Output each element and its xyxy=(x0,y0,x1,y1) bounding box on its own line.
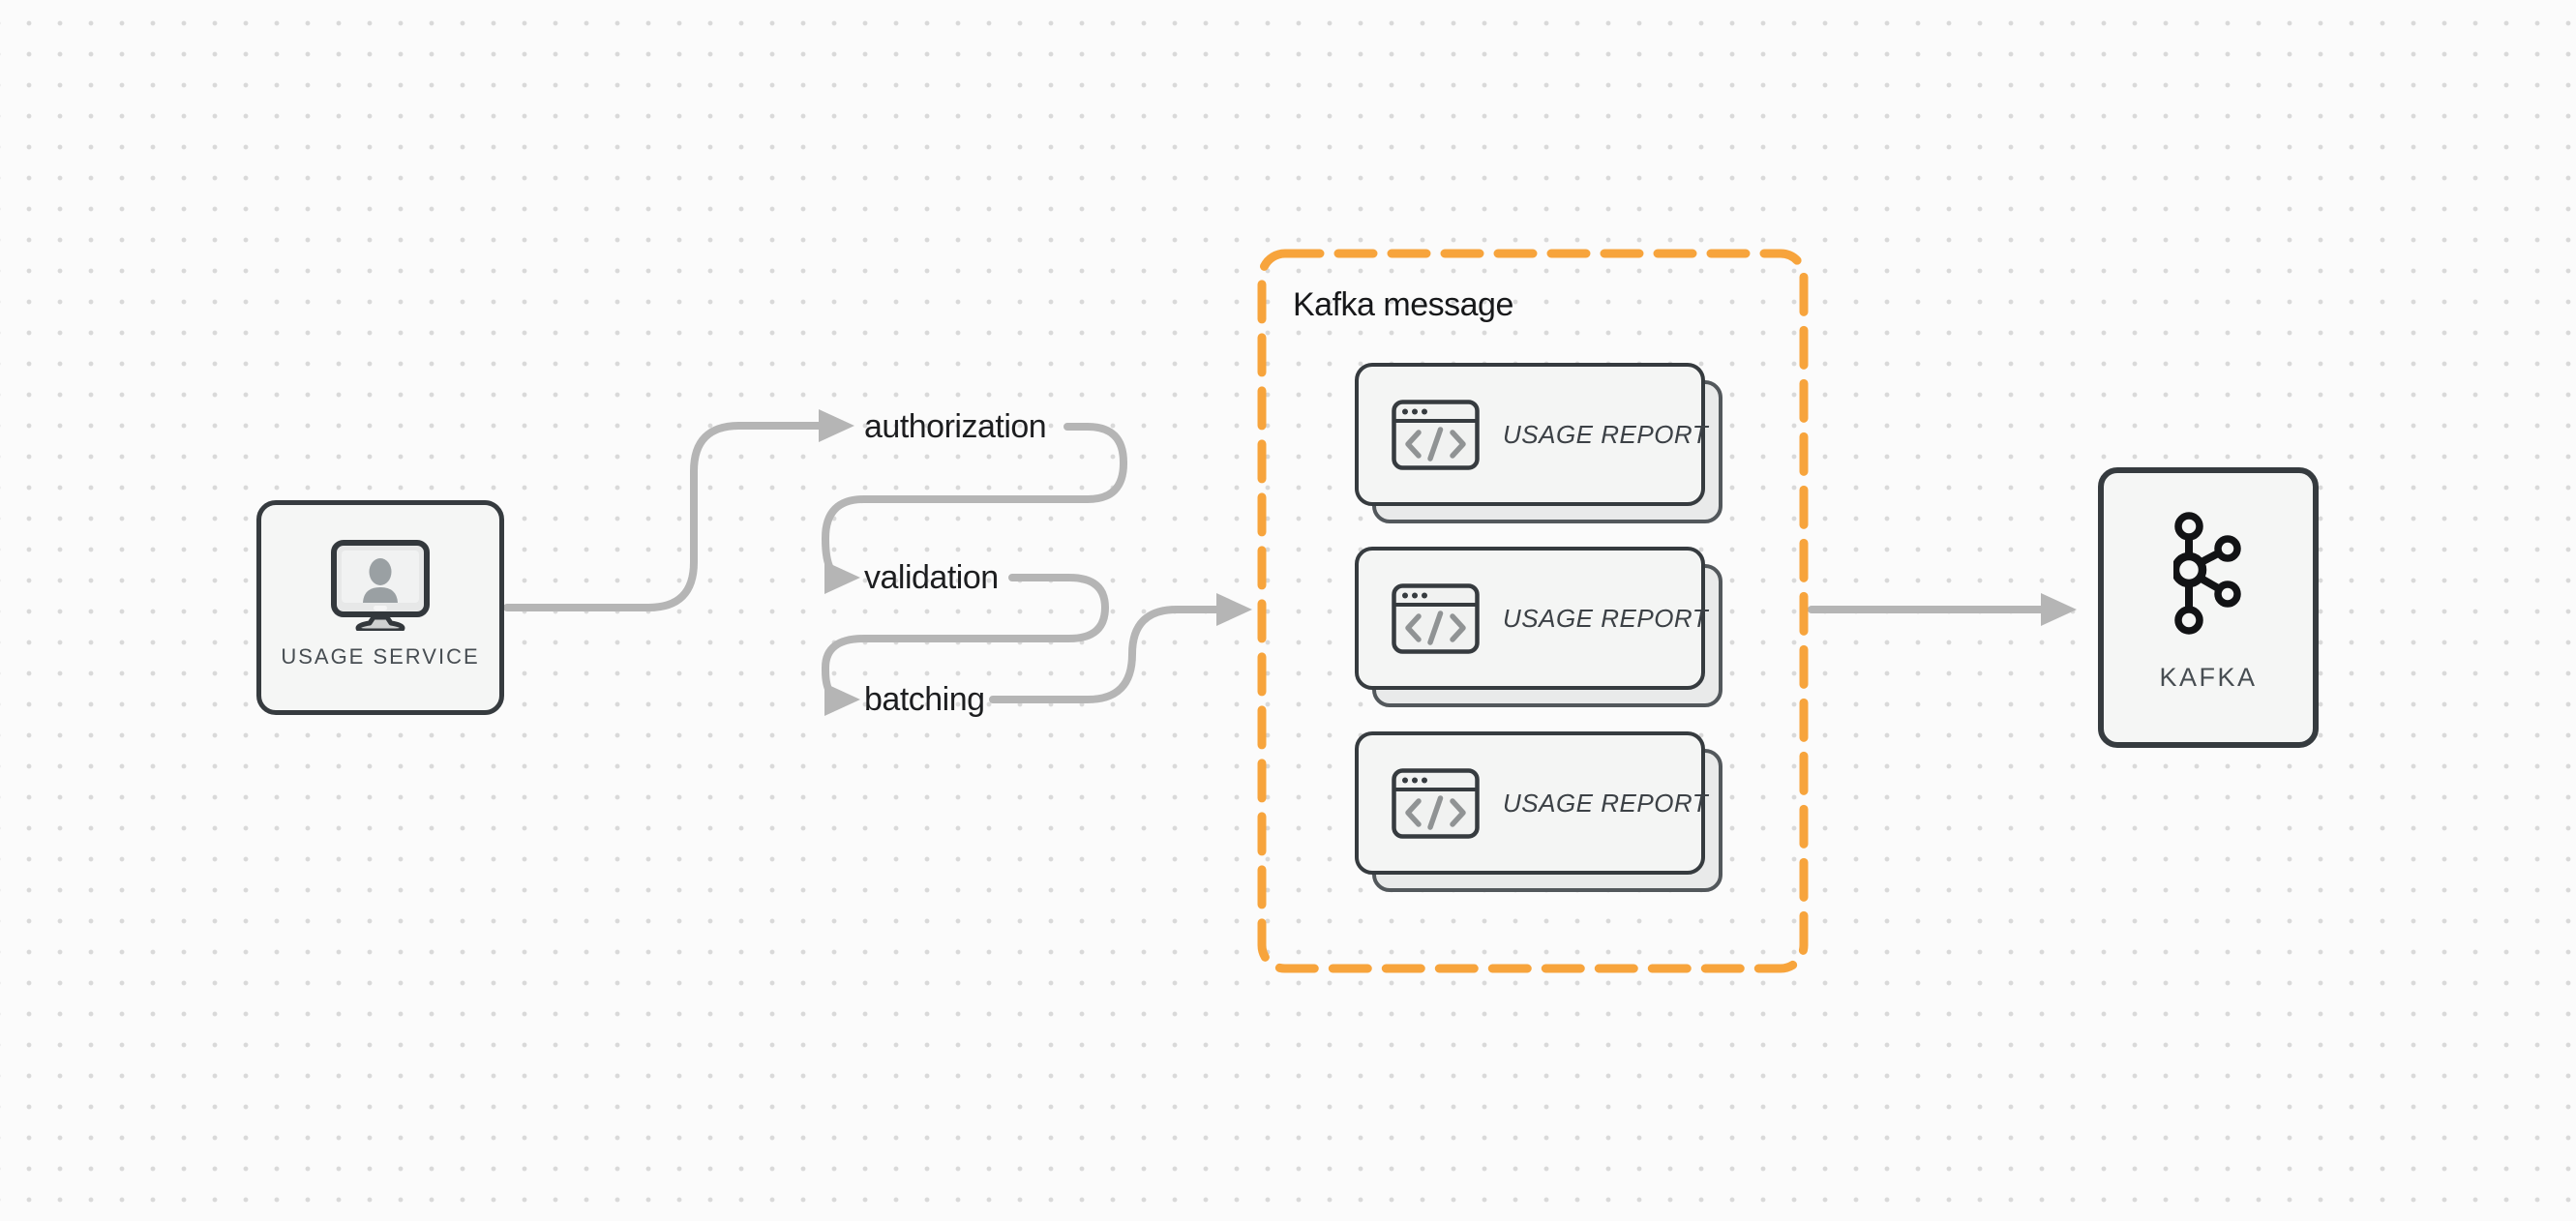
arrowhead-authorization xyxy=(819,409,854,442)
usage-service-node[interactable]: USAGE SERVICE xyxy=(256,500,504,715)
kafka-message-group[interactable]: Kafka message USAGE REPORT xyxy=(1257,249,1809,973)
kafka-message-group-title: Kafka message xyxy=(1293,286,1513,323)
connector-authorization-to-validation xyxy=(822,423,1127,581)
usage-report-card[interactable]: USAGE REPORT xyxy=(1355,547,1722,707)
flow-step-validation: validation xyxy=(864,559,999,596)
user-monitor-icon xyxy=(331,540,430,631)
arrowhead-kafka xyxy=(2041,593,2077,626)
connector-batching-to-kafka-message xyxy=(989,606,1223,703)
usage-report-label: USAGE REPORT xyxy=(1503,419,1709,449)
kafka-label: KAFKA xyxy=(2159,663,2258,692)
usage-report-card[interactable]: USAGE REPORT xyxy=(1355,731,1722,892)
code-window-icon xyxy=(1392,399,1480,470)
arrowhead-validation xyxy=(824,561,860,594)
arrowhead-kafka-message xyxy=(1216,593,1252,626)
flow-step-authorization: authorization xyxy=(864,408,1047,445)
kafka-logo-icon xyxy=(2173,512,2241,635)
code-window-icon xyxy=(1392,582,1480,654)
usage-service-label: USAGE SERVICE xyxy=(281,644,480,669)
kafka-node[interactable]: KAFKA xyxy=(2098,467,2319,748)
usage-report-label: USAGE REPORT xyxy=(1503,603,1709,633)
usage-report-card[interactable]: USAGE REPORT xyxy=(1355,363,1722,523)
connector-usage-service-to-authorization xyxy=(503,422,824,611)
flow-step-batching: batching xyxy=(864,681,985,718)
usage-report-label: USAGE REPORT xyxy=(1503,788,1709,818)
code-window-icon xyxy=(1392,767,1480,839)
kafka-message-group-border xyxy=(1257,249,1809,973)
arrowhead-batching xyxy=(824,683,860,716)
